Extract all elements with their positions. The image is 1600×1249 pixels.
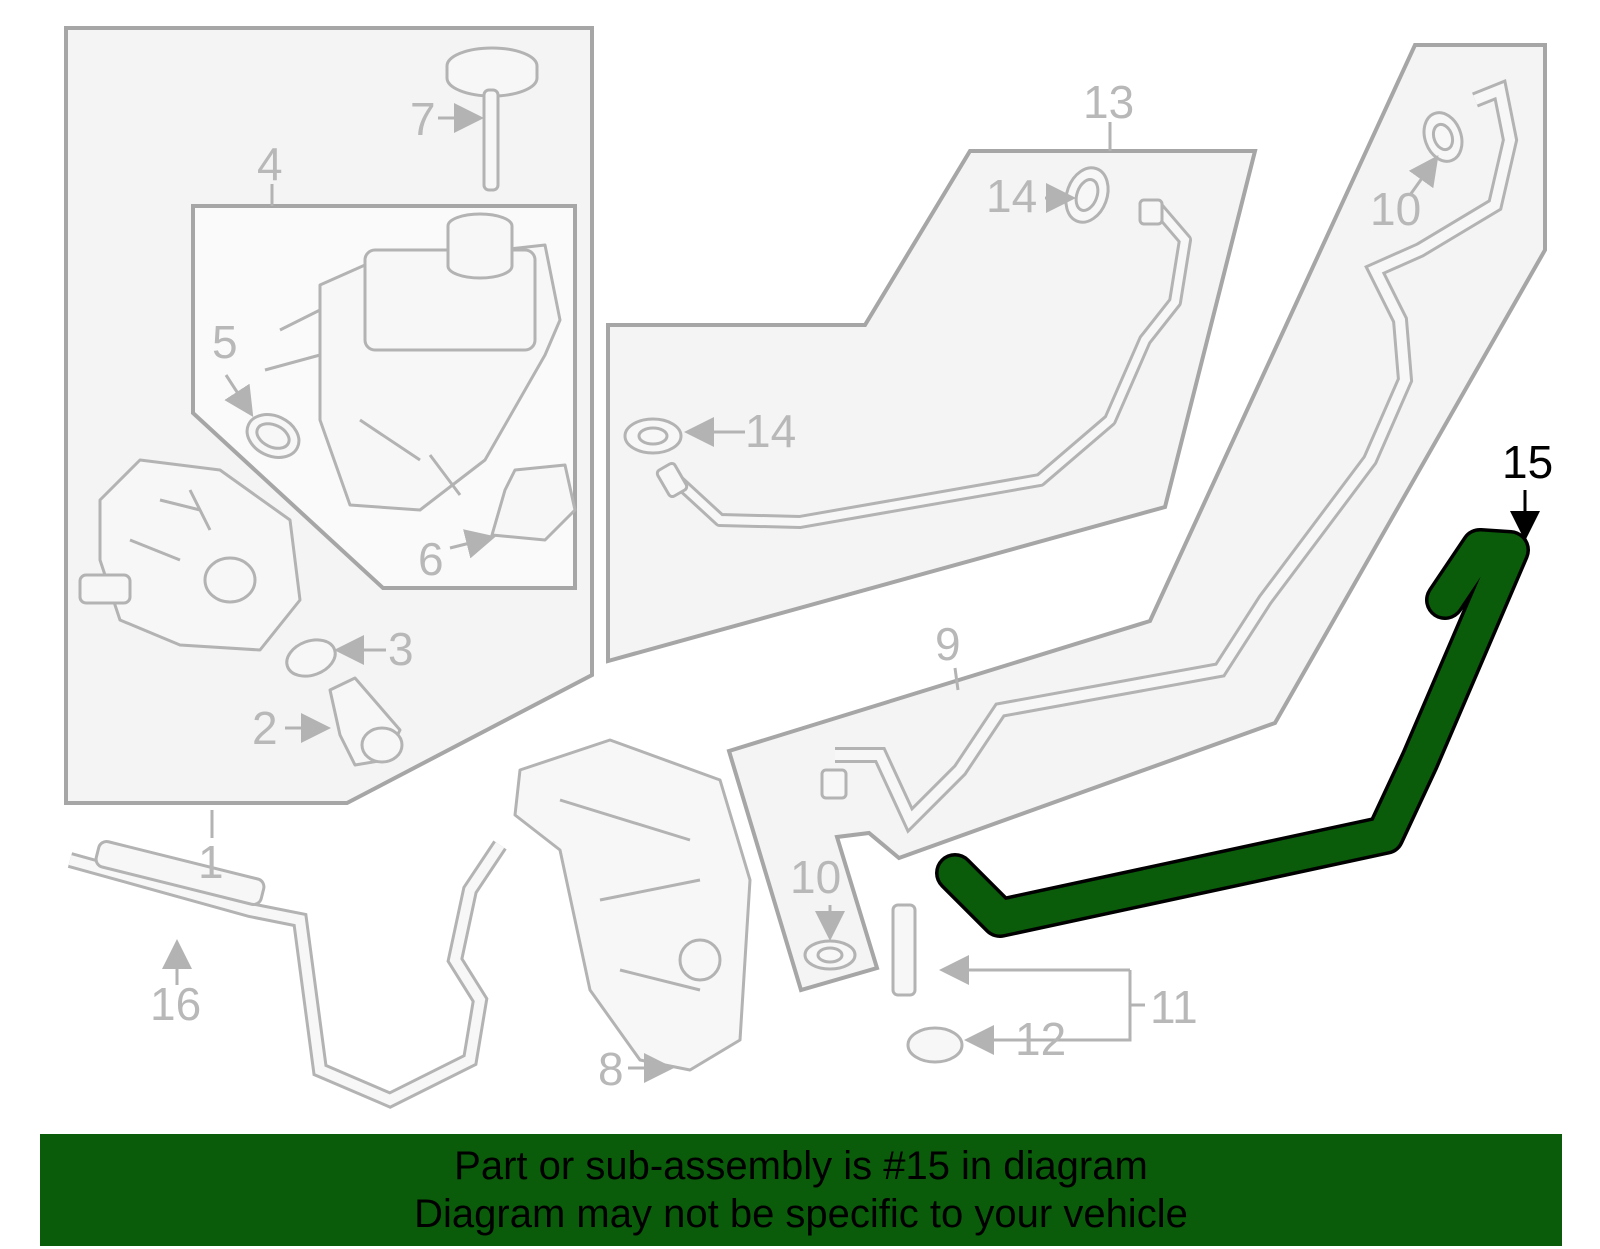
mounting-bracket-8 — [513, 738, 752, 1072]
cooler-line-16 — [67, 840, 507, 1109]
callout-10-lower: 10 — [790, 851, 841, 903]
callout-6: 6 — [418, 533, 444, 585]
fitting-2 — [328, 676, 404, 767]
callout-5: 5 — [212, 316, 238, 368]
callout-16: 16 — [150, 978, 201, 1030]
callout-10-upper: 10 — [1370, 183, 1421, 235]
seal-14-lower — [623, 417, 683, 455]
group-box-13 — [606, 149, 1258, 664]
banner-line-2: Diagram may not be specific to your vehi… — [414, 1192, 1188, 1236]
leader-lines — [162, 103, 1439, 1083]
o-ring-12 — [906, 1026, 964, 1064]
seal-10-upper — [1422, 111, 1464, 163]
callout-3: 3 — [388, 623, 414, 675]
callout-12: 12 — [1015, 1013, 1066, 1065]
callout-11: 11 — [1150, 981, 1198, 1033]
info-banner: Part or sub-assembly is #15 in diagram D… — [40, 1134, 1562, 1246]
reservoir-cap — [445, 46, 539, 192]
reservoir — [264, 212, 562, 512]
seal-5 — [245, 413, 301, 459]
seal-10-lower — [803, 939, 857, 971]
callout-14-lower: 14 — [745, 405, 796, 457]
callout-13: 13 — [1083, 76, 1134, 128]
callout-2: 2 — [252, 702, 278, 754]
callout-15: 15 — [1502, 436, 1553, 488]
callout-9: 9 — [935, 618, 961, 670]
fitting-11 — [891, 903, 917, 997]
power-steering-pump — [78, 458, 302, 652]
callout-4: 4 — [257, 138, 283, 190]
callout-1: 1 — [198, 836, 224, 888]
return-hose-15-highlighted — [935, 528, 1530, 938]
pressure-hose-13 — [655, 198, 1192, 529]
callout-7: 7 — [410, 93, 436, 145]
callout-8: 8 — [598, 1043, 624, 1095]
hose-9 — [820, 79, 1519, 834]
callout-14-upper: 14 — [986, 170, 1037, 222]
seal-14-upper — [1064, 166, 1110, 224]
bracket-6 — [490, 463, 577, 542]
group-box-9 — [726, 43, 1547, 993]
banner-line-1: Part or sub-assembly is #15 in diagram — [454, 1144, 1148, 1188]
